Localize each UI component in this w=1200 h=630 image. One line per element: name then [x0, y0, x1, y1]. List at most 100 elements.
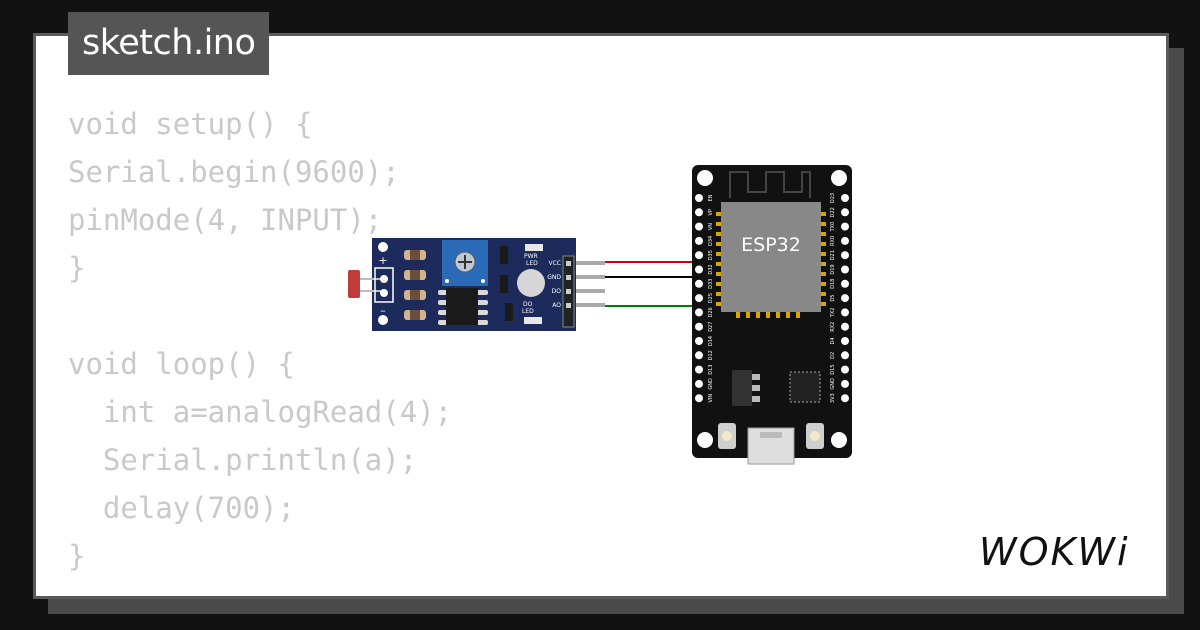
esp32-pin-label: RX0	[830, 236, 836, 246]
esp32-pin-label: D2	[830, 352, 836, 359]
esp32-pin-label: D18	[830, 279, 836, 289]
esp32-pin-label: VN	[708, 223, 714, 230]
code-block: void setup() { Serial.begin(9600); pinMode…	[68, 100, 452, 580]
code-line: void loop() {	[68, 347, 295, 381]
code-line: delay(700);	[68, 491, 295, 525]
esp32-pin-label: D23	[830, 193, 836, 203]
esp32-pin-label: D22	[830, 207, 836, 217]
esp32-pin-label: VP	[708, 209, 714, 215]
esp32-pin-label: D15	[830, 364, 836, 374]
esp32-pin[interactable]	[841, 222, 849, 231]
code-line: Serial.begin(9600);	[68, 155, 400, 189]
code-line: void setup() {	[68, 107, 313, 141]
esp32-pin-label: D27	[708, 322, 714, 332]
esp32-pin[interactable]	[695, 379, 703, 388]
esp32-pin[interactable]	[695, 365, 703, 374]
esp32-pin-label: D12	[708, 350, 714, 360]
esp32-pin-label: D25	[708, 293, 714, 303]
esp32-pin-label: D5	[830, 295, 836, 302]
esp32-pin[interactable]	[841, 337, 849, 345]
gnd-wire[interactable]	[605, 276, 700, 284]
esp32-pin[interactable]	[695, 222, 703, 231]
sensor-pin[interactable]	[566, 303, 571, 308]
esp32-pin[interactable]	[841, 294, 849, 303]
antenna	[729, 171, 811, 198]
esp32-pin-label: D19	[830, 264, 836, 274]
mount-hole	[378, 242, 388, 252]
esp32-pin-label: D26	[708, 307, 714, 317]
esp32-pin[interactable]	[695, 351, 703, 360]
esp32-pin-label: D34	[708, 236, 714, 246]
esp32-pin-label: D4	[830, 337, 836, 344]
esp32-pin[interactable]	[841, 194, 849, 202]
esp32-pin[interactable]	[841, 322, 849, 331]
code-line: }	[68, 251, 86, 285]
do-led	[524, 317, 542, 324]
esp32-pin[interactable]	[695, 251, 703, 260]
esp32-pin[interactable]	[695, 394, 703, 403]
esp32-pin[interactable]	[841, 251, 849, 260]
esp32-pin-label: D21	[830, 250, 836, 260]
esp32-pin[interactable]	[695, 279, 703, 288]
esp32-pin-label: D33	[708, 279, 714, 289]
esp32-pin[interactable]	[841, 365, 849, 374]
esp32-pin[interactable]	[695, 208, 703, 217]
wokwi-logo: WOKWi	[979, 530, 1130, 574]
code-line: int a=analogRead(4);	[68, 395, 453, 429]
file-tab[interactable]: sketch.ino	[68, 12, 270, 75]
esp32-pin[interactable]	[695, 337, 703, 345]
esp32-pin[interactable]	[695, 236, 703, 245]
code-line: pinMode(4, INPUT);	[68, 203, 383, 237]
esp32-pin-label: 3V3	[830, 393, 836, 403]
esp32-pin[interactable]	[841, 308, 849, 317]
esp32-pin[interactable]	[841, 351, 849, 360]
usb-chip	[789, 371, 821, 403]
esp32-pin[interactable]	[841, 379, 849, 388]
comparator-ic	[446, 288, 478, 325]
sensor-pin-label: DO	[552, 288, 562, 295]
sensor-pin[interactable]	[566, 261, 571, 266]
esp32-pin-label: D13	[708, 364, 714, 374]
esp32-pin-label: GND	[830, 378, 836, 390]
logo-text: WOKWi	[979, 530, 1130, 574]
minus-label: –	[380, 304, 386, 317]
esp32-pin[interactable]	[841, 265, 849, 274]
esp32-pin-label: D32	[708, 264, 714, 274]
esp32-pin[interactable]	[695, 265, 703, 274]
sensor-pin[interactable]	[566, 275, 571, 280]
plus-label: +	[378, 254, 387, 267]
code-line: Serial.println(a);	[68, 443, 418, 477]
sensor-pin-label: VCC	[549, 260, 561, 267]
esp32-pin-label: RX2	[830, 322, 836, 332]
sensor-pin-label: AO	[552, 302, 561, 309]
esp32-module	[721, 202, 821, 312]
photoresistor	[348, 270, 360, 298]
esp32-pin[interactable]	[841, 394, 849, 403]
preview-card	[33, 33, 1169, 599]
capacitor	[517, 269, 545, 297]
esp32-pin-label: EN	[708, 194, 714, 201]
esp32-pin[interactable]	[841, 208, 849, 217]
sensor-pin-label: GND	[547, 274, 561, 281]
esp32-pin[interactable]	[841, 236, 849, 245]
pwr-led	[525, 244, 543, 251]
esp32-pin[interactable]	[695, 308, 703, 317]
esp32-pin[interactable]	[695, 322, 703, 331]
mount-hole	[378, 315, 388, 325]
esp32-pin-label: TX0	[830, 222, 836, 233]
vcc-wire[interactable]	[605, 261, 700, 270]
esp32-pin-label: D35	[708, 250, 714, 260]
voltage-regulator	[732, 370, 752, 406]
esp32-devkit[interactable]: ESP32 ENVPVND34D35D32D33D25D26D27D14D12D…	[692, 165, 852, 465]
esp32-pin[interactable]	[695, 194, 703, 202]
esp32-pin[interactable]	[841, 279, 849, 288]
esp32-pin-label: VIN	[708, 394, 714, 403]
code-line: }	[68, 539, 86, 573]
esp32-pin-label: D14	[708, 336, 714, 346]
sensor-pin[interactable]	[566, 289, 571, 294]
esp32-pin[interactable]	[695, 294, 703, 303]
